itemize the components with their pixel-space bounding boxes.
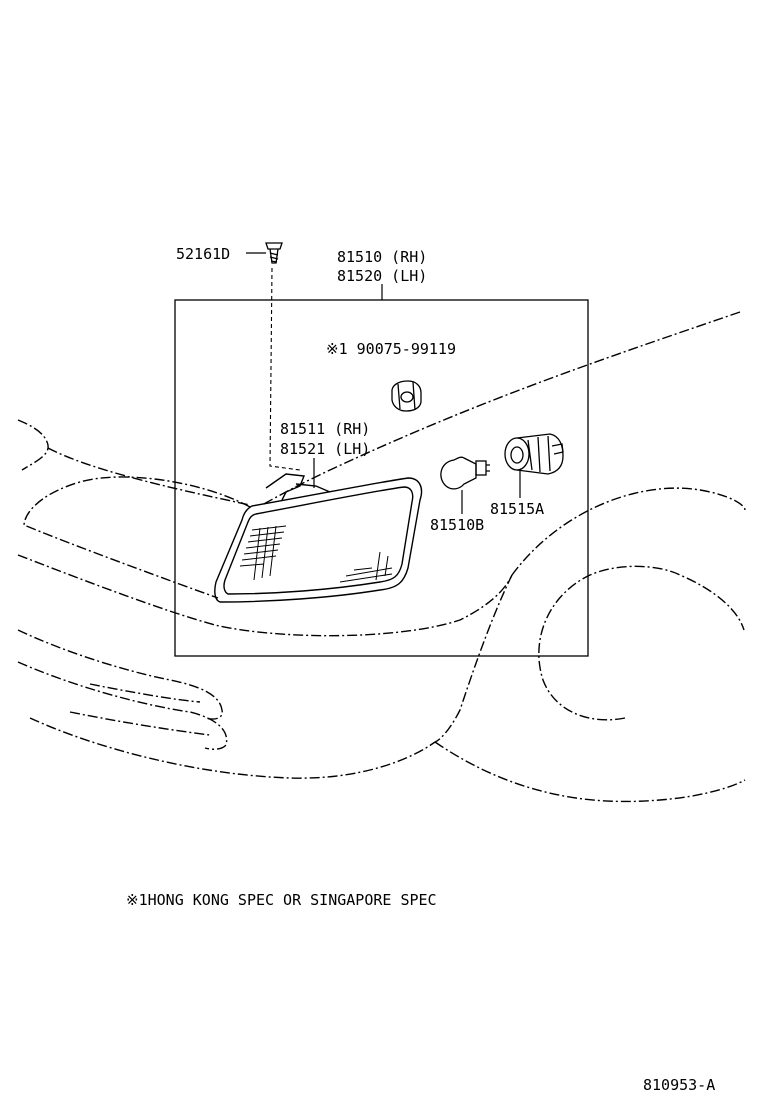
- hood-edge-line: [47, 447, 251, 506]
- screw-head: [265, 242, 283, 250]
- socket-flange: [527, 435, 551, 473]
- socket-tab: [551, 443, 564, 455]
- figure-code: 810953-A: [643, 1076, 715, 1094]
- socket-81515a: [504, 433, 564, 475]
- grommet-rib: [397, 381, 416, 411]
- lamp-inner: [223, 486, 414, 595]
- grommet-body: [391, 380, 422, 412]
- bumper-lower-line-1: [17, 629, 223, 720]
- bulb-base: [475, 460, 487, 476]
- wheel-arch-outer: [434, 487, 746, 803]
- bumper-lower-line-4: [69, 711, 211, 736]
- grommet-hole: [400, 391, 414, 403]
- screw-52161d: [265, 242, 283, 264]
- socket-body: [516, 433, 564, 475]
- bumper-lower-line-2: [17, 661, 228, 750]
- hood-left-arc: [17, 419, 49, 471]
- label-81510b: 81510B: [430, 516, 484, 534]
- lamp-lens-pattern-right: [339, 551, 393, 583]
- bulb-pin: [486, 464, 490, 472]
- fender-line: [434, 574, 513, 743]
- bumper-upper-line: [17, 554, 513, 637]
- label-81510-rh: 81510 (RH): [337, 248, 427, 266]
- screw-install-line: [269, 267, 301, 471]
- lamp-lens-pattern-left: [239, 525, 287, 581]
- lamp-outer: [214, 477, 423, 603]
- car-body-outline: [17, 311, 746, 803]
- label-52161d: 52161D: [176, 245, 230, 263]
- wheel-arch-inner: [538, 565, 745, 721]
- lamp-mount-bracket: [265, 473, 331, 501]
- socket-front: [504, 437, 530, 471]
- bulb-81510b: [440, 456, 490, 490]
- headlamp-outline: [23, 476, 251, 599]
- label-90075-99119: ※1 90075-99119: [326, 340, 456, 358]
- lens-81511-81521: [214, 473, 423, 603]
- screw-thread: [269, 252, 279, 263]
- label-81511-rh: 81511 (RH): [280, 420, 370, 438]
- bulb-glass: [440, 456, 477, 490]
- socket-inner: [510, 446, 524, 464]
- footnote-text: ※1HONG KONG SPEC OR SINGAPORE SPEC: [126, 891, 437, 909]
- bumper-lower-line-3: [89, 683, 201, 703]
- label-81520-lh: 81520 (LH): [337, 267, 427, 285]
- label-81515a: 81515A: [490, 500, 544, 518]
- label-81521-lh: 81521 (LH): [280, 440, 370, 458]
- bumper-bottom-line: [29, 717, 436, 779]
- grommet-90075: [391, 380, 422, 412]
- screw-shank: [269, 248, 279, 264]
